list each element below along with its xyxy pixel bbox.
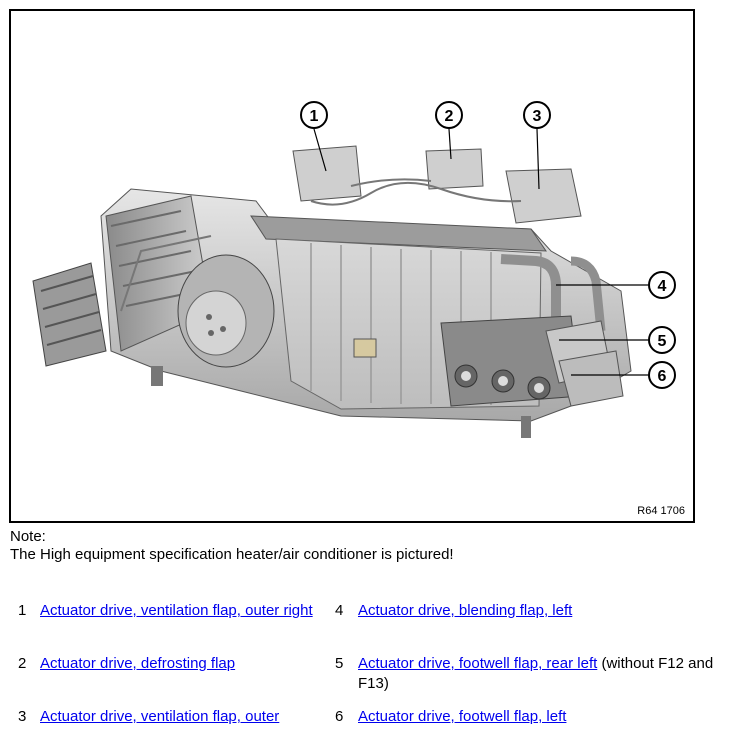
callout-2: 2 (435, 101, 463, 129)
legend-number: 6 (335, 708, 344, 725)
note-label: Note: (10, 528, 46, 545)
callout-6: 6 (648, 361, 676, 389)
legend-link-footwell-flap-rear-left[interactable]: Actuator drive, footwell flap, rear left (358, 655, 598, 672)
legend-link-blending-flap-left[interactable]: Actuator drive, blending flap, left (358, 602, 573, 619)
callout-4: 4 (648, 271, 676, 299)
callout-3: 3 (523, 101, 551, 129)
legend-number: 4 (335, 602, 344, 619)
callout-5: 5 (648, 326, 676, 354)
note-block: Note: The High equipment specification h… (10, 528, 454, 564)
figure-reference-code: R64 1706 (637, 505, 685, 517)
svg-text:5: 5 (658, 333, 667, 350)
note-text: The High equipment specification heater/… (10, 546, 454, 563)
callout-1: 1 (300, 101, 328, 129)
legend-link-ventilation-flap-outer[interactable]: Actuator drive, ventilation flap, outer (40, 708, 280, 725)
svg-text:6: 6 (658, 368, 667, 385)
legend-number: 5 (335, 655, 344, 672)
svg-text:4: 4 (658, 278, 667, 295)
legend-number: 1 (18, 602, 27, 619)
legend-link-footwell-flap-left[interactable]: Actuator drive, footwell flap, left (358, 708, 567, 725)
svg-text:1: 1 (310, 108, 319, 125)
legend-link-ventilation-flap-outer-right[interactable]: Actuator drive, ventilation flap, outer … (40, 602, 313, 619)
legend-link-defrosting-flap[interactable]: Actuator drive, defrosting flap (40, 655, 236, 672)
heater-unit-illustration: 1 2 3 4 5 6 (32, 101, 676, 438)
heater-unit-figure: 1 2 3 4 5 6 R64 1706 (9, 9, 695, 523)
legend-number: 2 (18, 655, 27, 672)
svg-text:2: 2 (445, 108, 454, 125)
svg-text:3: 3 (533, 108, 542, 125)
legend-number: 3 (18, 708, 27, 725)
legend-extra-text: (without F12 and F13) (358, 655, 714, 692)
